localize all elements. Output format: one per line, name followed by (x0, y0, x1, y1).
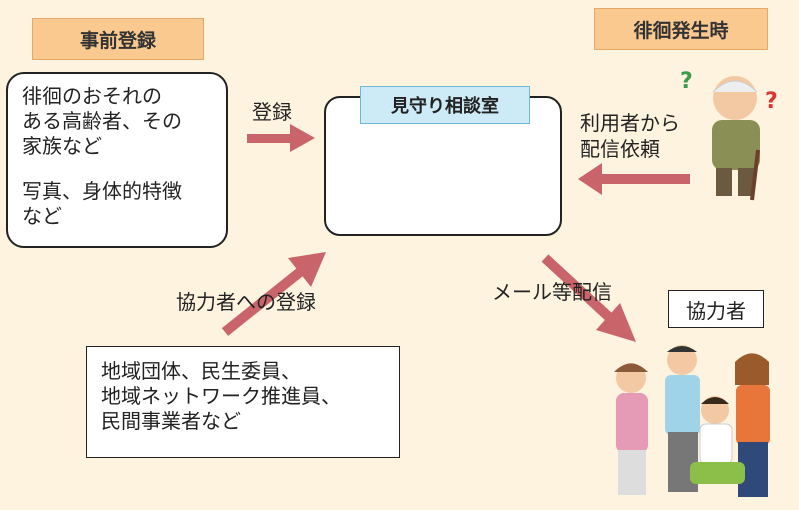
request-label-line-1: 利用者から (580, 111, 680, 135)
community-line-2: 地域ネットワーク推進員、 (101, 384, 341, 408)
elderly-line-2: ある高齢者、その (22, 109, 182, 133)
elderly-person-box: 徘徊のおそれの ある高齢者、その 家族など 写真、身体的特徴 など (6, 72, 228, 248)
register-arrow (247, 124, 315, 152)
request-label-line-2: 配信依頼 (580, 137, 660, 161)
mail-delivery-arrow (541, 254, 636, 342)
request-arrow (578, 163, 690, 195)
pre-registration-tag: 事前登録 (32, 18, 204, 60)
elderly-line-4: 写真、身体的特徴 (22, 179, 182, 203)
cooperators-group-icon (614, 345, 770, 497)
cooperator-label: 協力者 (668, 290, 764, 328)
cooperator-register-arrow (221, 252, 326, 336)
community-line-3: 民間事業者など (101, 409, 241, 433)
register-label: 登録 (252, 100, 292, 124)
community-groups-box: 地域団体、民生委員、 地域ネットワーク推進員、 民間事業者など (86, 346, 400, 458)
svg-text:?: ? (765, 89, 778, 114)
cooperator-register-label: 協力者への登録 (176, 290, 316, 314)
wandering-occurs-tag: 徘徊発生時 (594, 8, 768, 50)
elderly-line-5: など (22, 204, 62, 228)
mail-delivery-label: メール等配信 (492, 280, 612, 304)
elderly-man-icon: ? ? (680, 69, 778, 201)
request-label: 利用者から 配信依頼 (580, 110, 680, 162)
svg-text:?: ? (680, 69, 693, 94)
community-line-1: 地域団体、民生委員、 (101, 359, 301, 383)
elderly-line-3: 家族など (22, 134, 102, 158)
elderly-line-1: 徘徊のおそれの (22, 84, 162, 108)
watch-consultation-room-title: 見守り相談室 (360, 86, 530, 124)
